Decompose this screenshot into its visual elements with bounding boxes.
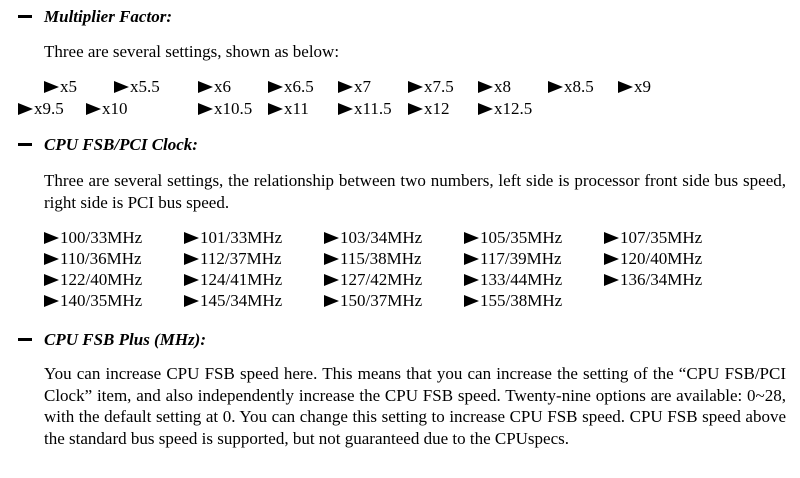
option-item: 100/33MHz [44, 227, 142, 249]
arrow-bullet-icon [44, 253, 59, 265]
option-item: 133/44MHz [464, 269, 562, 291]
option-item: x5 [44, 76, 77, 98]
arrow-bullet-icon [408, 81, 423, 93]
arrow-bullet-icon [18, 103, 33, 115]
option-item: 115/38MHz [324, 248, 422, 270]
option-item: 127/42MHz [324, 269, 422, 291]
option-item: 117/39MHz [464, 248, 562, 270]
arrow-bullet-icon [464, 253, 479, 265]
option-item: x11.5 [338, 98, 392, 120]
option-item: x8.5 [548, 76, 594, 98]
arrow-bullet-icon [324, 232, 339, 244]
option-item: 122/40MHz [44, 269, 142, 291]
arrow-bullet-icon [338, 81, 353, 93]
arrow-bullet-icon [184, 253, 199, 265]
arrow-bullet-icon [44, 295, 59, 307]
arrow-bullet-icon [604, 253, 619, 265]
arrow-bullet-icon [324, 295, 339, 307]
arrow-bullet-icon [198, 103, 213, 115]
option-item: 124/41MHz [184, 269, 282, 291]
arrow-bullet-icon [198, 81, 213, 93]
option-item: x9 [618, 76, 651, 98]
arrow-bullet-icon [268, 103, 283, 115]
option-item: x12 [408, 98, 450, 120]
bullet-dash-icon [18, 337, 32, 341]
bullet-dash-icon [18, 14, 32, 18]
arrow-bullet-icon [114, 81, 129, 93]
option-item: x10.5 [198, 98, 252, 120]
section-heading-fsb-pci: CPU FSB/PCI Clock: [18, 134, 198, 156]
arrow-bullet-icon [478, 103, 493, 115]
section-heading-multiplier: Multiplier Factor: [18, 6, 172, 28]
arrow-bullet-icon [44, 81, 59, 93]
arrow-bullet-icon [184, 232, 199, 244]
option-item: 107/35MHz [604, 227, 702, 249]
option-item: x6 [198, 76, 231, 98]
option-item: 136/34MHz [604, 269, 702, 291]
bullet-dash-icon [18, 142, 32, 146]
option-item: x12.5 [478, 98, 532, 120]
arrow-bullet-icon [618, 81, 633, 93]
arrow-bullet-icon [464, 295, 479, 307]
arrow-bullet-icon [478, 81, 493, 93]
option-item: 150/37MHz [324, 290, 422, 312]
arrow-bullet-icon [464, 274, 479, 286]
arrow-bullet-icon [604, 232, 619, 244]
arrow-bullet-icon [338, 103, 353, 115]
option-item: 112/37MHz [184, 248, 282, 270]
multiplier-intro: Three are several settings, shown as bel… [44, 42, 340, 61]
arrow-bullet-icon [184, 274, 199, 286]
arrow-bullet-icon [44, 232, 59, 244]
arrow-bullet-icon [86, 103, 101, 115]
fsb-pci-intro: Three are several settings, the relation… [44, 171, 786, 212]
option-item: x10 [86, 98, 128, 120]
option-item: x8 [478, 76, 511, 98]
arrow-bullet-icon [408, 103, 423, 115]
arrow-bullet-icon [44, 274, 59, 286]
option-item: 120/40MHz [604, 248, 702, 270]
arrow-bullet-icon [464, 232, 479, 244]
heading-text: CPU FSB/PCI Clock: [44, 135, 198, 154]
option-item: 155/38MHz [464, 290, 562, 312]
option-item: x7 [338, 76, 371, 98]
option-item: 103/34MHz [324, 227, 422, 249]
section-heading-fsb-plus: CPU FSB Plus (MHz): [18, 329, 206, 351]
option-item: x6.5 [268, 76, 314, 98]
option-item: x5.5 [114, 76, 160, 98]
option-item: 140/35MHz [44, 290, 142, 312]
arrow-bullet-icon [548, 81, 563, 93]
heading-text: Multiplier Factor: [44, 7, 172, 26]
arrow-bullet-icon [604, 274, 619, 286]
option-item: x7.5 [408, 76, 454, 98]
option-item: 110/36MHz [44, 248, 142, 270]
option-item: x9.5 [18, 98, 64, 120]
fsb-plus-body: You can increase CPU FSB speed here. Thi… [44, 364, 786, 448]
arrow-bullet-icon [324, 274, 339, 286]
arrow-bullet-icon [268, 81, 283, 93]
option-item: x11 [268, 98, 309, 120]
arrow-bullet-icon [324, 253, 339, 265]
arrow-bullet-icon [184, 295, 199, 307]
option-item: 105/35MHz [464, 227, 562, 249]
option-item: 145/34MHz [184, 290, 282, 312]
option-item: 101/33MHz [184, 227, 282, 249]
heading-text: CPU FSB Plus (MHz): [44, 330, 206, 349]
